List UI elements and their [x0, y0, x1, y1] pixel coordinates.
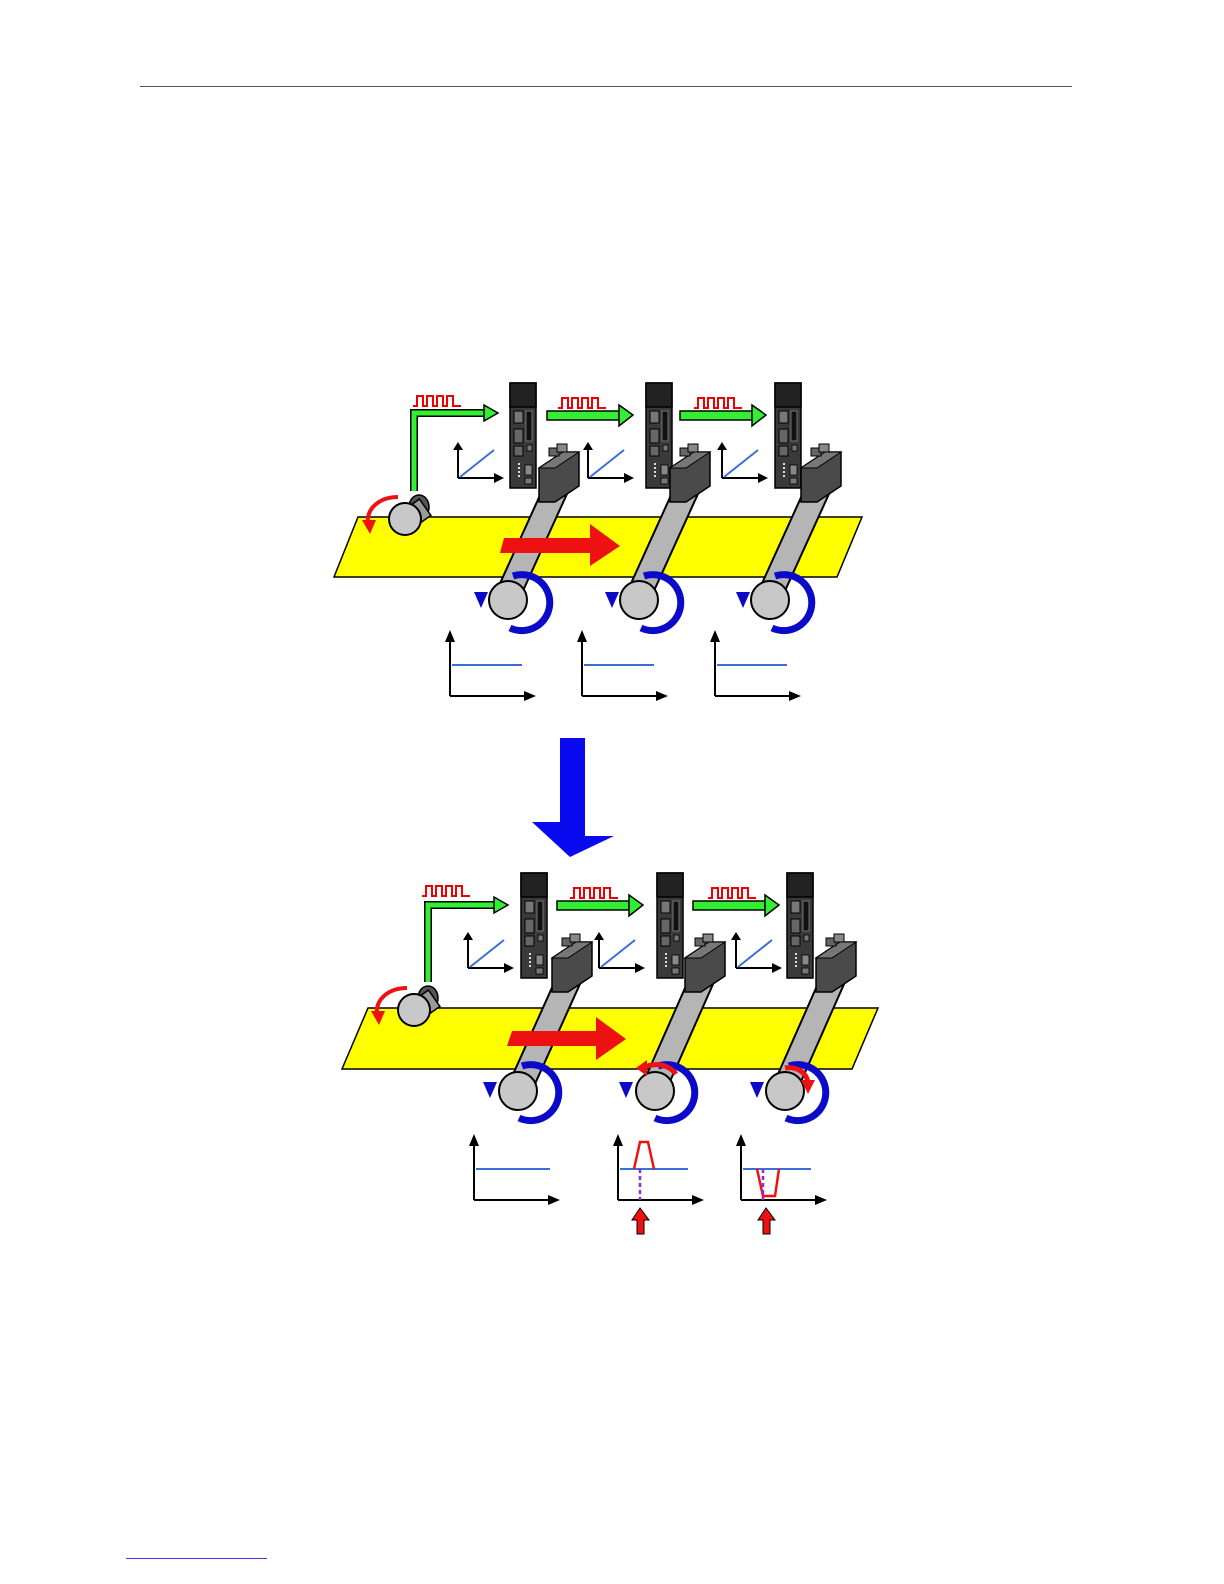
signal-arrow — [428, 905, 496, 982]
roller-1 — [483, 1065, 559, 1121]
speed-chart-3 — [736, 1134, 827, 1205]
roller-1 — [474, 575, 550, 631]
pulse-train-icon — [413, 396, 461, 406]
speed-chart-2 — [613, 1134, 704, 1205]
speed-chart-3 — [710, 630, 801, 701]
roller-3 — [750, 1065, 826, 1121]
roller-3 — [736, 575, 812, 631]
position-ramp-1 — [453, 442, 504, 483]
position-ramp-3 — [731, 932, 782, 973]
speed-chart-2 — [577, 630, 668, 701]
pulse-train-icon — [708, 888, 756, 898]
event-up-arrow-icon — [632, 1208, 649, 1234]
servo-drive-3 — [775, 383, 801, 488]
pulse-train-icon — [570, 888, 618, 898]
roller-2 — [605, 575, 681, 631]
pulse-train-icon — [422, 886, 470, 896]
position-ramp-3 — [717, 442, 768, 483]
event-up-arrow-icon — [758, 1208, 775, 1234]
position-ramp-1 — [463, 932, 514, 973]
speed-spike-trace — [634, 1142, 654, 1169]
signal-arrow — [414, 413, 486, 491]
servo-motor-icon — [801, 444, 841, 502]
transition-arrow-down — [532, 738, 614, 857]
footer-link-rule — [126, 1558, 267, 1559]
signal-arrow-2-3 — [693, 895, 779, 916]
servo-motor-icon — [552, 934, 592, 992]
servo-drive-2 — [657, 873, 683, 978]
servo-drive-1 — [521, 873, 547, 978]
speed-chart-1 — [445, 630, 536, 701]
panel-before — [334, 383, 862, 701]
speed-dip-trace — [757, 1169, 779, 1196]
servo-drive-1 — [510, 383, 536, 488]
position-ramp-2 — [583, 442, 634, 483]
speed-chart-1 — [469, 1134, 560, 1205]
servo-drive-2 — [646, 383, 672, 488]
servo-drive-3 — [787, 873, 813, 978]
pulse-train-icon — [694, 398, 742, 408]
panel-after — [342, 873, 878, 1234]
position-ramp-2 — [594, 932, 645, 973]
servo-motor-icon — [539, 444, 579, 502]
servo-motor-icon — [816, 934, 856, 992]
pulse-train-icon — [558, 398, 606, 408]
servo-motor-icon — [670, 444, 710, 502]
servo-motor-icon — [685, 934, 725, 992]
